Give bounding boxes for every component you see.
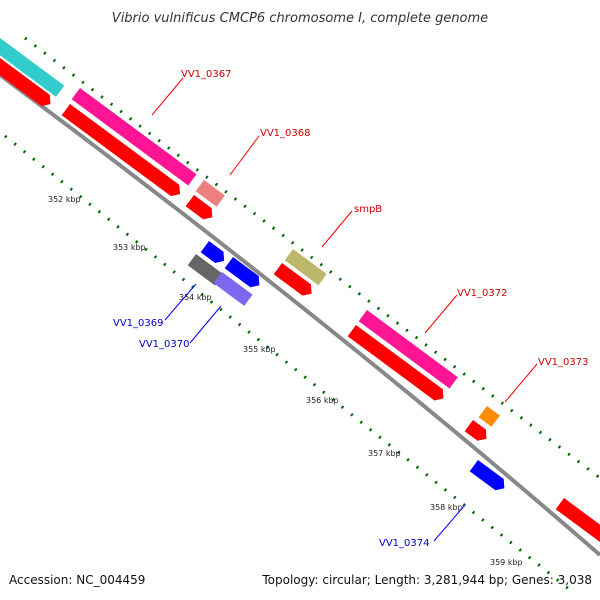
cds-red-0372	[347, 325, 444, 401]
cds-red-0368	[185, 195, 213, 220]
accession-text: Accession: NC_004459	[9, 573, 146, 587]
cds-red-0373	[464, 420, 487, 441]
gene-label-vv1-0370[interactable]: VV1_0370	[139, 339, 190, 350]
chromosome-backbone	[0, 73, 600, 557]
tick-labels: 352 kbp 353 kbp 354 kbp 355 kbp 356 kbp …	[48, 195, 523, 567]
feature-salmon-0368	[195, 180, 225, 207]
tick-label-357: 357 kbp	[368, 449, 401, 458]
cds-blue-0370	[224, 257, 260, 288]
tick-label-355: 355 kbp	[243, 345, 276, 354]
tick-track-outer	[24, 36, 600, 480]
feature-magenta-0372	[358, 310, 458, 389]
topology-summary: Topology: circular; Length: 3,281,944 bp…	[262, 573, 592, 587]
tick-label-353: 353 kbp	[113, 243, 146, 252]
cds-red-0367	[61, 104, 180, 197]
gene-label-vv1-0373[interactable]: VV1_0373	[538, 357, 589, 368]
tick-label-359: 359 kbp	[490, 558, 523, 567]
feature-orange-0373	[478, 406, 500, 427]
feature-grey-0369	[187, 254, 224, 286]
tick-label-358: 358 kbp	[430, 503, 463, 512]
tick-label-354: 354 kbp	[179, 293, 212, 302]
cds-red-last	[555, 498, 600, 545]
cds-blue-0374	[469, 460, 505, 491]
gene-labels: VV1_0367 VV1_0368 smpB VV1_0372 VV1_0373…	[113, 69, 589, 549]
map-title: Vibrio vulnificus CMCP6 chromosome I, co…	[112, 11, 488, 26]
tick-track-inner	[4, 134, 571, 592]
cds-red-smpb	[273, 263, 312, 296]
features	[0, 38, 600, 545]
feature-cyan	[0, 38, 65, 97]
cds-blue-0369	[200, 241, 225, 263]
feature-magenta-0367	[71, 88, 197, 186]
cds-red-1	[0, 58, 51, 107]
gene-label-vv1-0367[interactable]: VV1_0367	[181, 69, 232, 80]
gene-label-vv1-0372[interactable]: VV1_0372	[457, 288, 508, 299]
gene-label-vv1-0368[interactable]: VV1_0368	[260, 128, 311, 139]
feature-lavender-0370	[213, 272, 253, 306]
leader-lines	[151, 77, 538, 542]
tick-label-356: 356 kbp	[306, 396, 339, 405]
feature-olive-smpb	[284, 249, 327, 286]
tick-label-352: 352 kbp	[48, 195, 81, 204]
gene-label-smpb[interactable]: smpB	[354, 204, 382, 215]
gene-label-vv1-0374[interactable]: VV1_0374	[379, 538, 430, 549]
gene-label-vv1-0369[interactable]: VV1_0369	[113, 318, 164, 329]
